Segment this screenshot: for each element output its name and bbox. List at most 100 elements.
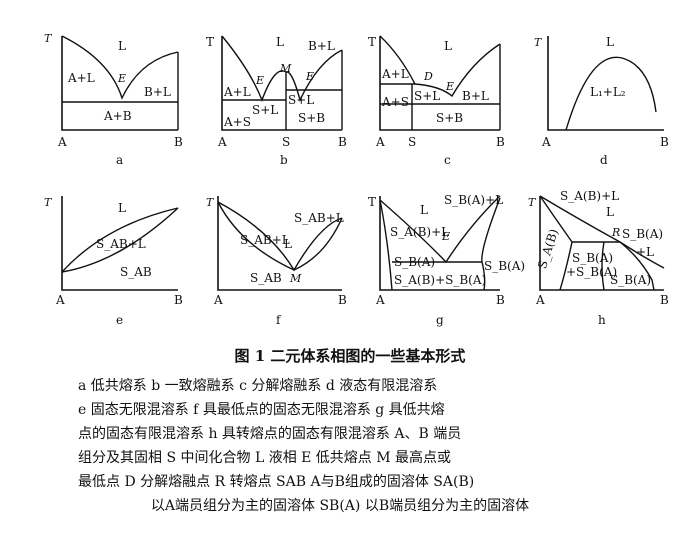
axis-end-label: A (375, 135, 385, 149)
region-label: A+S (223, 115, 251, 129)
panel-c: T L A+L D E A+S S+L B+L S+B A S B c (368, 35, 505, 167)
axis-T-label: T (528, 196, 537, 209)
axis-end-label: A (541, 135, 551, 149)
axis-end-label: B (174, 135, 183, 149)
phase-diagram-figure: T L A+L E B+L A+B A B a T L B+L M E E A+… (44, 32, 669, 327)
panel-g: T S_B(A)+L L S_A(B)+L E S_B(A) S_B(A) S_… (368, 193, 525, 327)
axis-T-label: T (368, 35, 376, 49)
axis-end-label: A (375, 293, 385, 307)
point-label: E (305, 70, 314, 83)
region-label: A+L (223, 85, 251, 99)
axis-end-label: B (338, 135, 347, 149)
axis-end-label: A (535, 293, 545, 307)
region-label: L₁+L₂ (590, 85, 626, 99)
region-label: S_A(B) (535, 227, 561, 270)
point-label: E (445, 80, 454, 93)
panel-tag: d (600, 153, 608, 167)
point-label: M (289, 272, 302, 285)
region-label: S_AB (120, 265, 152, 279)
region-label: B+L (144, 85, 171, 99)
axis-T-label: T (206, 35, 214, 49)
caption-title: 图 1 二元体系相图的一些基本形式 (234, 347, 466, 365)
region-label: L (444, 39, 452, 53)
region-label: S_AB (250, 271, 282, 285)
panel-tag: f (276, 313, 282, 327)
region-label: B+L (462, 89, 489, 103)
region-label: S+L (288, 93, 314, 107)
panel-tag: g (436, 313, 444, 327)
region-label: S_B(A) (622, 227, 663, 241)
region-label: A+L (67, 71, 95, 85)
region-label: L (118, 39, 126, 53)
region-label: S_A(B)+S_B(A) (394, 273, 486, 287)
point-label: M (279, 62, 292, 75)
point-label: E (255, 74, 264, 87)
panel-f: T S_AB+L S_AB+L L M S_AB A B f (206, 196, 347, 327)
axis-end-label: B (496, 293, 505, 307)
axis-end-label: S (282, 135, 290, 149)
axis-T-label: T (206, 196, 215, 209)
region-label: B+L (308, 39, 335, 53)
region-label: L (606, 205, 614, 219)
axis-end-label: B (174, 293, 183, 307)
region-label: S_A(B)+L (560, 189, 619, 203)
axis-end-label: S (408, 135, 416, 149)
panel-tag: c (444, 153, 451, 167)
region-label: L (276, 35, 284, 49)
axis-T-label: T (368, 195, 376, 209)
axis-end-label: A (55, 293, 65, 307)
region-label: S_B(A) (610, 273, 651, 287)
region-label: L (284, 237, 292, 251)
region-label: S_B(A) (484, 259, 525, 273)
point-label: D (423, 70, 433, 83)
region-label: S_A(B)+L (390, 225, 449, 239)
axis-end-label: A (213, 293, 223, 307)
region-label: A+L (381, 67, 409, 81)
region-label: A+B (103, 109, 132, 123)
region-label: S+B (298, 111, 325, 125)
region-label: A+S (381, 95, 409, 109)
region-label: S+L (252, 103, 278, 117)
panel-e: T L S_AB+L S_AB A B e (44, 196, 183, 327)
region-label: S_B(A)+L (444, 193, 503, 207)
caption-line: a 低共熔系 b 一致熔融系 c 分解熔融系 d 液态有限混溶系 (78, 378, 438, 394)
panel-tag: h (598, 313, 606, 327)
caption-line: 组分及其固相 S 中间化合物 L 液相 E 低共熔点 M 最高点或 (78, 450, 452, 466)
region-label: +L (636, 245, 654, 259)
panel-tag: a (116, 153, 123, 167)
caption-line: e 固态无限混溶系 f 具最低点的固态无限混溶系 g 具低共熔 (78, 402, 445, 418)
axis-end-label: B (496, 135, 505, 149)
panel-a: T L A+L E B+L A+B A B a (44, 32, 183, 167)
axis-end-label: A (57, 135, 67, 149)
axis-end-label: A (217, 135, 227, 149)
caption-line: 以A端员组分为主的固溶体 SB(A) 以B端员组分为主的固溶体 (150, 498, 530, 514)
region-label: S_B(A) (572, 251, 613, 265)
axis-T-label: T (44, 32, 53, 45)
region-label: S_AB+L (96, 237, 146, 251)
panel-d: T L L₁+L₂ A B d (534, 35, 669, 167)
region-label: L (118, 201, 126, 215)
axis-T-label: T (534, 36, 543, 49)
panel-h: T S_A(B)+L L R S_B(A) +L S_A(B) S_B(A) +… (528, 189, 669, 327)
axis-T-label: T (44, 196, 53, 209)
region-label: S+L (414, 89, 440, 103)
figure-caption: 图 1 二元体系相图的一些基本形式 a 低共熔系 b 一致熔融系 c 分解熔融系… (0, 344, 700, 518)
point-label: R (611, 226, 620, 239)
region-label: L (420, 203, 428, 217)
caption-line: 最低点 D 分解熔融点 R 转熔点 SAB A与B组成的固溶体 SA(B) (78, 474, 475, 490)
point-label: E (441, 230, 450, 243)
region-label: S_AB+L (240, 233, 290, 247)
axis-end-label: B (660, 135, 669, 149)
panel-b: T L B+L M E E A+L S+L S+L A+S S+B A S B … (206, 35, 347, 167)
region-label: S_AB+L (294, 211, 344, 225)
panel-tag: b (280, 153, 288, 167)
region-label: S_B(A) (394, 255, 435, 269)
caption-line: 点的固态有限混溶系 h 具转熔点的固态有限混溶系 A、B 端员 (78, 426, 462, 442)
panel-tag: e (116, 313, 123, 327)
region-label: +S_B(A) (566, 265, 617, 279)
point-label: E (117, 72, 126, 85)
axis-end-label: B (660, 293, 669, 307)
region-label: L (606, 35, 614, 49)
axis-end-label: B (338, 293, 347, 307)
region-label: S+B (436, 111, 463, 125)
